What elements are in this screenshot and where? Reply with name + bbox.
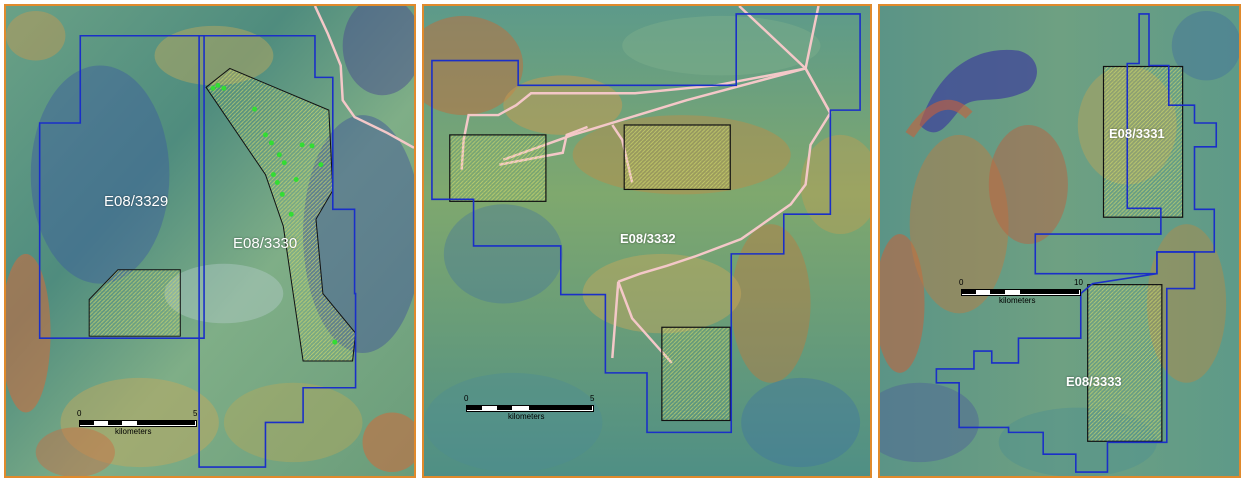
prospect-area <box>1102 65 1184 218</box>
terrain-map <box>880 6 1239 476</box>
scale-end-label: 10 <box>1074 278 1083 287</box>
road-line <box>313 6 414 149</box>
prospect-area <box>88 269 181 337</box>
tenement-label: E08/3331 <box>1109 126 1165 141</box>
scale-end-label: 5 <box>193 409 198 418</box>
terrain-map <box>424 6 870 476</box>
tenement-label: E08/3329 <box>104 193 169 210</box>
scale-start-label: 0 <box>464 394 469 403</box>
scale-unit-label: kilometers <box>115 427 152 436</box>
tenement-boundary-e08-3331 <box>1034 13 1218 275</box>
tenement-boundary-e08-3333 <box>935 251 1196 473</box>
tenement-label: E08/3332 <box>620 231 676 246</box>
prospect-area <box>1087 284 1163 442</box>
prospect-area <box>449 134 547 202</box>
scale-unit-label: kilometers <box>999 296 1036 305</box>
tenement-boundary-e08-3332 <box>431 13 861 434</box>
scale-start-label: 0 <box>77 409 82 418</box>
scale-end-label: 5 <box>590 394 595 403</box>
map-panel-2: E08/3332 0 5 kilometers <box>422 4 872 478</box>
map-panel-3: E08/3331 E08/3333 0 10 kilometers <box>878 4 1241 478</box>
tenement-label: E08/3330 <box>233 235 298 252</box>
prospect-area <box>623 124 731 191</box>
tenement-label: E08/3333 <box>1066 374 1122 389</box>
prospect-area <box>661 326 731 422</box>
scale-unit-label: kilometers <box>508 412 545 421</box>
scale-start-label: 0 <box>959 278 964 287</box>
terrain-map <box>6 6 414 476</box>
map-panel-1: E08/3329 E08/3330 0 5 kilometers <box>4 4 416 478</box>
tenement-boundary-e08-3330 <box>198 34 357 468</box>
sample-points <box>210 82 338 345</box>
